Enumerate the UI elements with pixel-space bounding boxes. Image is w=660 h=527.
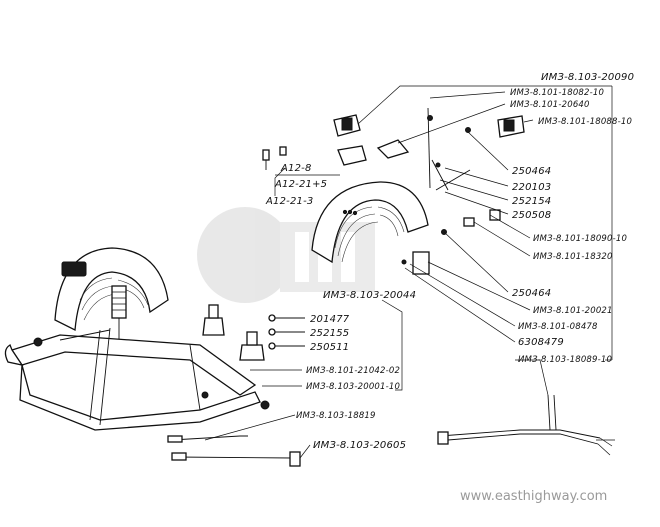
label-250508: 250508 xyxy=(512,210,551,221)
label-6308479: 6308479 xyxy=(518,337,564,348)
label-imz-20021: ИМЗ-8.101-20021 xyxy=(533,306,613,316)
watermark-url: www.easthighway.com xyxy=(460,489,607,504)
label-imz-08478: ИМЗ-8.101-08478 xyxy=(518,322,598,332)
label-220103: 220103 xyxy=(512,182,551,193)
label-imz-20605: ИМЗ-8.103-20605 xyxy=(313,440,406,451)
label-201477: 201477 xyxy=(310,314,350,325)
cables xyxy=(167,394,615,467)
label-imz-18089: ИМЗ-8.103-18089-10 xyxy=(518,355,612,365)
part-labels: ИМЗ-8.103-20090 ИМЗ-8.101-18082-10 ИМЗ-8… xyxy=(265,72,634,504)
mounting-parts xyxy=(202,146,305,361)
label-imz-18819: ИМЗ-8.103-18819 xyxy=(296,411,376,421)
label-250464-a: 250464 xyxy=(512,166,551,177)
label-250511: 250511 xyxy=(310,342,349,353)
label-imz-20090: ИМЗ-8.103-20090 xyxy=(541,72,634,83)
leader-lines xyxy=(204,85,613,459)
label-252155: 252155 xyxy=(310,328,349,339)
lamps-brackets xyxy=(333,107,525,275)
label-imz-20001: ИМЗ-8.103-20001-10 xyxy=(306,382,400,392)
label-a12-21-3: А12-21-3 xyxy=(265,196,313,207)
label-imz-18088: ИМЗ-8.101-18088-10 xyxy=(538,117,632,127)
watermark-logo xyxy=(197,207,375,303)
label-imz-21042: ИМЗ-8.101-21042-02 xyxy=(306,366,400,376)
label-imz-18082: ИМЗ-8.101-18082-10 xyxy=(510,88,604,98)
label-imz-20044: ИМЗ-8.103-20044 xyxy=(323,290,416,301)
mudguard xyxy=(311,181,429,264)
label-a12-8: А12-8 xyxy=(280,163,312,174)
sidecar-chassis xyxy=(4,247,270,431)
label-a12-21-5: А12-21+5 xyxy=(274,179,327,190)
label-imz-18090: ИМЗ-8.101-18090-10 xyxy=(533,234,627,244)
label-imz-18320: ИМЗ-8.101-18320 xyxy=(533,252,613,262)
label-imz-20640: ИМЗ-8.101-20640 xyxy=(510,100,590,110)
label-252154: 252154 xyxy=(512,196,551,207)
label-250464-b: 250464 xyxy=(512,288,551,299)
